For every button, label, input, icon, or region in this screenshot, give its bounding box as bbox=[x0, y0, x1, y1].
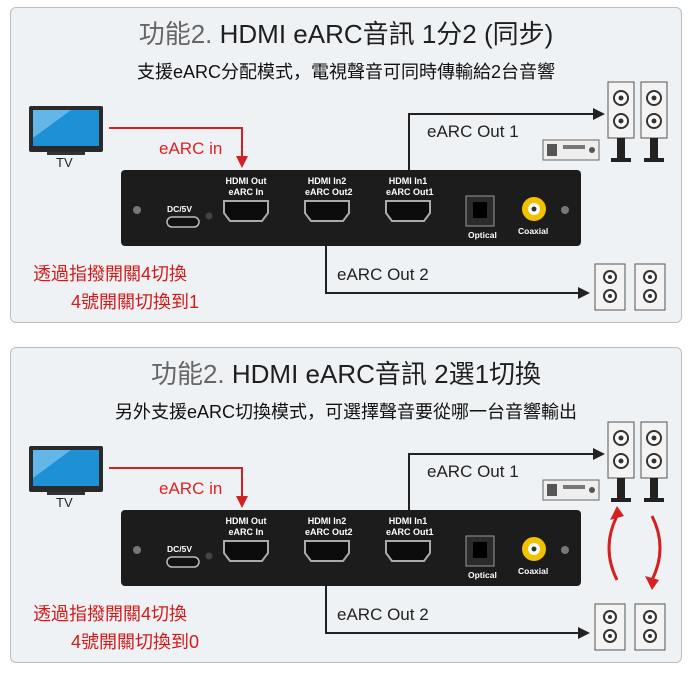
optical-port-icon bbox=[465, 535, 495, 567]
coaxial-port-icon bbox=[522, 197, 546, 221]
switch-note-line1: 透過指撥開關4切換 bbox=[33, 604, 188, 624]
earc-out2-label: eARC Out 2 bbox=[337, 605, 429, 624]
hdmi-out-port-icon bbox=[223, 540, 269, 562]
speaker-pair-1-icon bbox=[607, 421, 668, 502]
optical-label: Optical bbox=[468, 570, 497, 580]
tv-label: TV bbox=[56, 155, 73, 170]
panel-title: 功能2. HDMI eARC音訊 2選1切換 bbox=[150, 359, 542, 389]
tv-label: TV bbox=[56, 495, 73, 510]
screw-icon bbox=[133, 206, 141, 214]
optical-label: Optical bbox=[468, 230, 497, 240]
tv-icon bbox=[29, 446, 103, 495]
earc-in-label: eARC in bbox=[159, 139, 223, 158]
connection-diagram bbox=[29, 81, 668, 311]
coaxial-label: Coaxial bbox=[518, 226, 549, 236]
earc-out1-wire bbox=[408, 108, 605, 170]
earc-out2-wire bbox=[325, 246, 590, 299]
panel-sync-split: 功能2. HDMI eARC音訊 1分2 (同步) 支援eARC分配模式，電視聲… bbox=[10, 7, 682, 323]
panel-title-main: HDMI eARC音訊 1分2 (同步) bbox=[219, 19, 554, 49]
earc-out2-wire bbox=[325, 586, 590, 639]
hdmi-out-port-icon bbox=[223, 200, 269, 222]
panel-title-main: HDMI eARC音訊 2選1切換 bbox=[231, 359, 542, 389]
led-icon bbox=[205, 212, 213, 220]
device-ports bbox=[133, 195, 569, 228]
speaker-pair-1-icon bbox=[607, 81, 668, 162]
speaker-pair-2-icon bbox=[594, 263, 666, 311]
coaxial-label: Coaxial bbox=[518, 566, 549, 576]
hdmi-in2-port-icon bbox=[304, 200, 350, 222]
earc-out1-label: eARC Out 1 bbox=[427, 122, 519, 141]
av-receiver-icon bbox=[542, 139, 600, 161]
panel-subtitle: 另外支援eARC切換模式，可選擇聲音要從哪一台音響輸出 bbox=[114, 402, 577, 422]
usb-c-port-icon bbox=[166, 556, 200, 568]
led-icon bbox=[205, 552, 213, 560]
switch-note-line2: 4號開關切換到0 bbox=[71, 632, 200, 652]
switch-note-line1: 透過指撥開關4切換 bbox=[33, 264, 188, 284]
av-receiver-icon bbox=[542, 479, 600, 501]
dc-label: DC/5V bbox=[167, 204, 193, 214]
hdmi-in2-port-icon bbox=[304, 540, 350, 562]
earc-in-wire bbox=[109, 467, 248, 508]
hdmi-in1-port-icon bbox=[385, 200, 431, 222]
device-ports bbox=[133, 535, 569, 568]
screw-icon bbox=[133, 546, 141, 554]
screw-icon bbox=[561, 546, 569, 554]
hdmi-in1-port-icon bbox=[385, 540, 431, 562]
coaxial-port-icon bbox=[522, 537, 546, 561]
dc-label: DC/5V bbox=[167, 544, 193, 554]
usb-c-port-icon bbox=[166, 216, 200, 228]
optical-port-icon bbox=[465, 195, 495, 227]
earc-out1-label: eARC Out 1 bbox=[427, 462, 519, 481]
earc-out1-wire bbox=[408, 448, 605, 510]
screw-icon bbox=[561, 206, 569, 214]
panel-subtitle: 支援eARC分配模式，電視聲音可同時傳輸給2台音響 bbox=[136, 62, 556, 82]
switch-arrows-icon bbox=[607, 506, 662, 590]
connection-diagram bbox=[29, 421, 668, 651]
panel-switch-select: 功能2. HDMI eARC音訊 2選1切換 另外支援eARC切換模式，可選擇聲… bbox=[10, 347, 682, 663]
speaker-pair-2-icon bbox=[594, 603, 666, 651]
switch-note-line2: 4號開關切換到1 bbox=[71, 292, 200, 312]
earc-in-wire bbox=[109, 127, 248, 168]
tv-icon bbox=[29, 106, 103, 155]
earc-out2-label: eARC Out 2 bbox=[337, 265, 429, 284]
earc-in-label: eARC in bbox=[159, 479, 223, 498]
panel-title: 功能2. HDMI eARC音訊 1分2 (同步) bbox=[138, 19, 554, 49]
